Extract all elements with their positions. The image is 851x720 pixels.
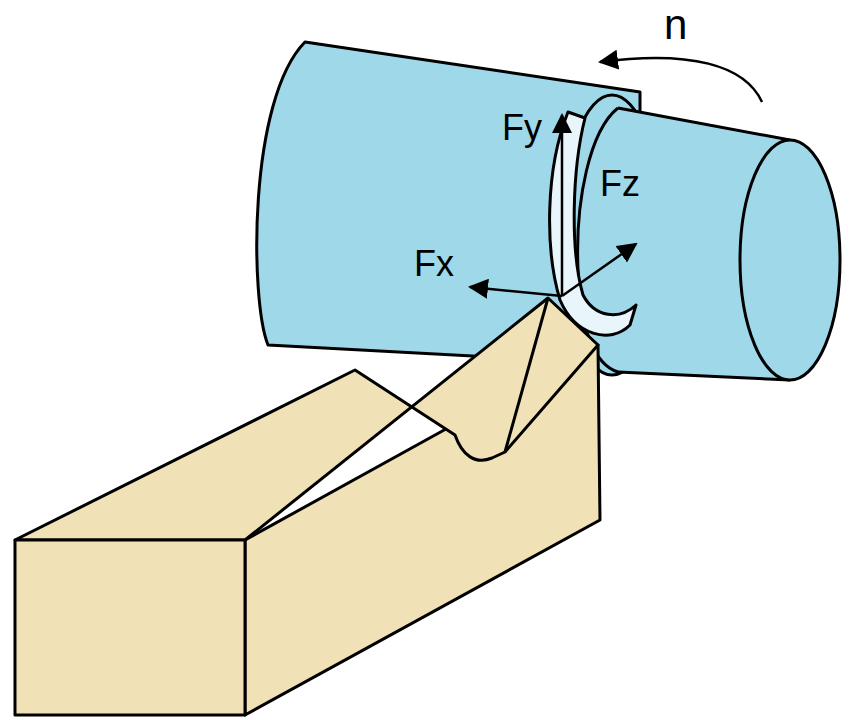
cutting-tool xyxy=(15,298,600,715)
force-label: Fy xyxy=(502,110,542,146)
chip xyxy=(550,112,636,335)
tool-top-face xyxy=(15,298,598,540)
force-arrow-z xyxy=(562,244,636,296)
rotation-arrow xyxy=(600,58,762,102)
rotation-label: n xyxy=(664,4,687,46)
force-arrow-y xyxy=(561,115,564,296)
tool-front-face xyxy=(15,540,245,715)
force-label: Fz xyxy=(600,166,640,202)
force-label: Fx xyxy=(414,246,454,282)
workpiece-end-face xyxy=(740,140,840,380)
force-vectors xyxy=(470,115,636,296)
tool-cutting-edge xyxy=(505,298,548,452)
force-arrow-x xyxy=(470,287,562,296)
